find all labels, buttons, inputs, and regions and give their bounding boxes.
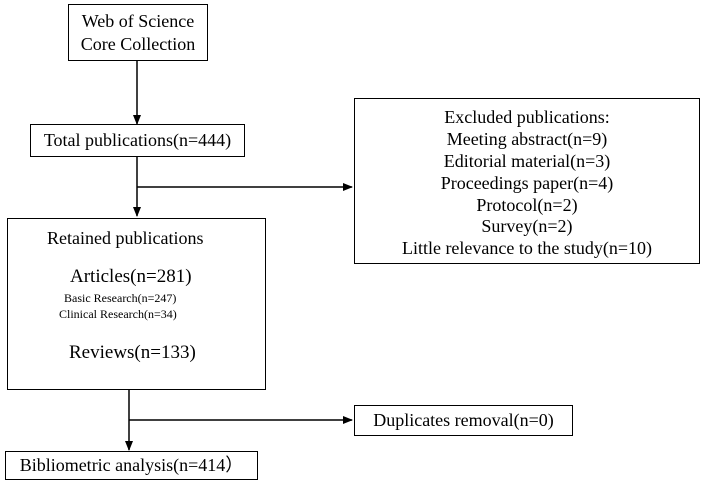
retained-basic-research: Basic Research(n=247): [64, 291, 177, 305]
excluded-item: Survey(n=2): [481, 216, 573, 236]
excluded-item: Meeting abstract(n=9): [446, 129, 608, 149]
excluded-item: Protocol(n=2): [476, 195, 578, 215]
source-box: [68, 4, 208, 61]
retained-clinical-research: Clinical Research(n=34): [59, 307, 177, 321]
retained-reviews: Reviews(n=133): [69, 342, 196, 363]
excluded-box: [354, 98, 700, 264]
source-line-2: Core Collection: [80, 34, 196, 54]
duplicates-label: Duplicates removal(n=0): [373, 410, 554, 430]
retained-articles: Articles(n=281): [70, 266, 192, 287]
final-box: [5, 451, 258, 480]
duplicates-box: [354, 405, 573, 436]
excluded-item: Proceedings paper(n=4): [440, 173, 614, 193]
excluded-item: Editorial material(n=3): [443, 151, 611, 171]
source-line-1: Web of Science: [81, 11, 195, 31]
excluded-item: Little relevance to the study(n=10): [401, 238, 653, 258]
excluded-title: Excluded publications:: [444, 107, 610, 127]
retained-box: [7, 218, 266, 390]
final-label: Bibliometric analysis(n=414）: [19, 455, 244, 475]
retained-title: Retained publications: [47, 228, 204, 248]
total-label: Total publications(n=444): [43, 130, 232, 150]
total-box: [30, 124, 245, 157]
